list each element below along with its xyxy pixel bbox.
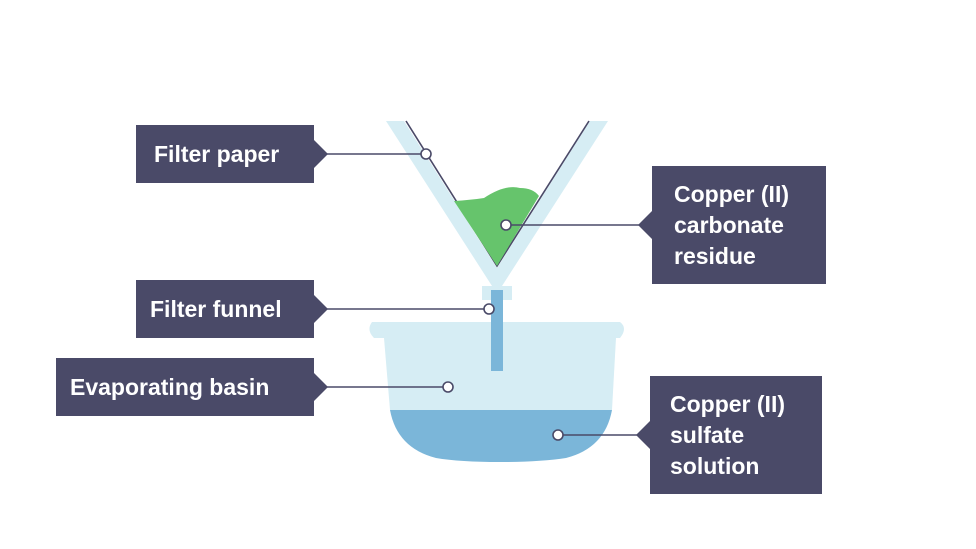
carbonate-residue-dot bbox=[500, 219, 512, 231]
label-sulfate-solution-text: Copper (II) sulfate solution bbox=[670, 390, 785, 479]
copper-sulfate-solution bbox=[390, 410, 612, 462]
label-filter-funnel: Filter funnel bbox=[136, 280, 328, 338]
label-carbonate-residue: Copper (II) carbonate residue bbox=[638, 166, 826, 284]
copper-carbonate-residue bbox=[454, 187, 539, 266]
leader-lines bbox=[320, 153, 646, 436]
filter-paper-dot bbox=[420, 148, 432, 160]
evaporating-basin-dot bbox=[442, 381, 454, 393]
label-carbonate-residue-text: Copper (II) carbonate residue bbox=[674, 180, 789, 269]
filter-funnel-dot bbox=[483, 303, 495, 315]
label-evaporating-basin: Evaporating basin bbox=[56, 358, 328, 416]
label-filter-paper-text: Filter paper bbox=[154, 140, 280, 167]
pointer-dots bbox=[420, 148, 564, 441]
label-evaporating-basin-text: Evaporating basin bbox=[70, 373, 270, 400]
label-filter-paper: Filter paper bbox=[136, 125, 328, 183]
sulfate-solution-dot bbox=[552, 429, 564, 441]
label-sulfate-solution: Copper (II) sulfate solution bbox=[636, 376, 822, 494]
label-filter-funnel-text: Filter funnel bbox=[150, 295, 282, 322]
